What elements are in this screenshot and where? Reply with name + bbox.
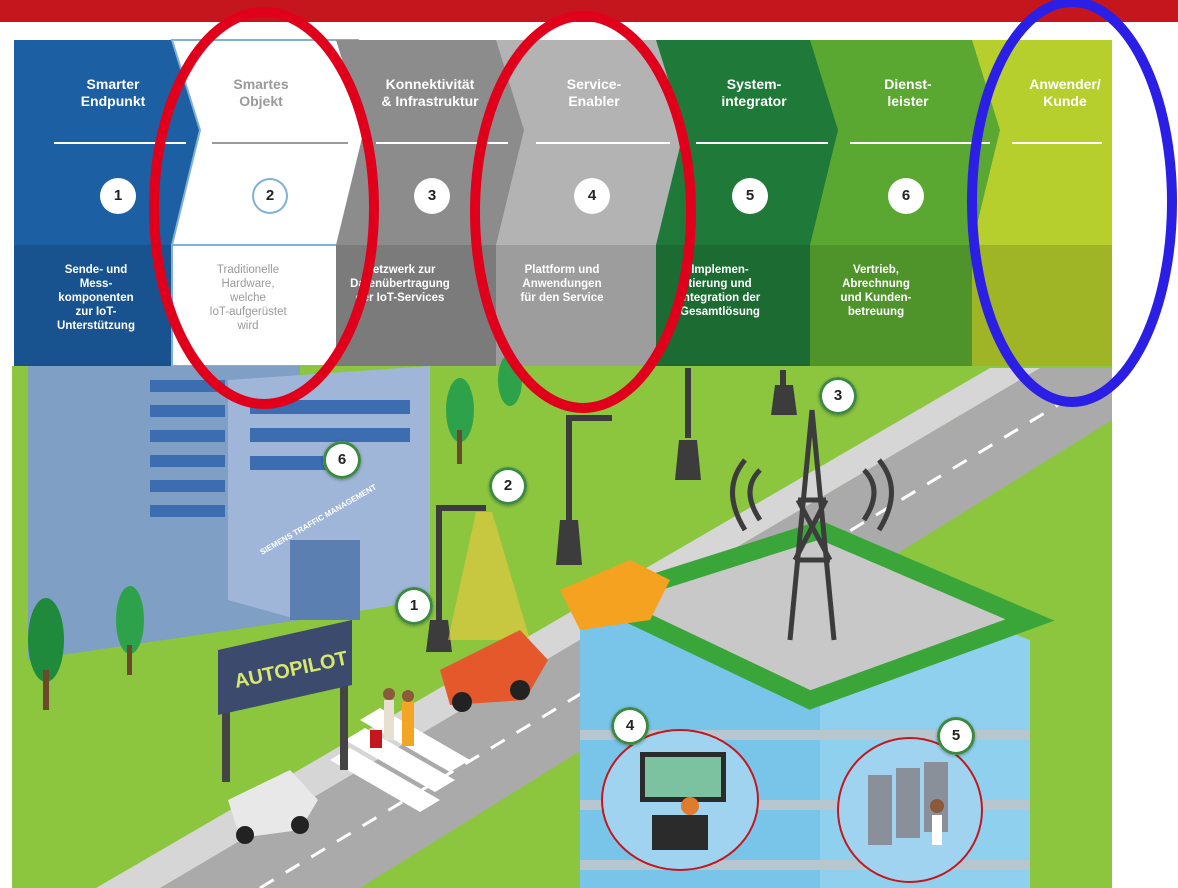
stage-5-title: System- integrator bbox=[721, 76, 787, 109]
stage-3-number: 3 bbox=[414, 178, 450, 214]
marker-4: 4 bbox=[611, 707, 649, 745]
stage-7-title: Anwender/ Kunde bbox=[1029, 76, 1101, 109]
stage-6-title: Dienst- leister bbox=[884, 76, 932, 109]
stage-4-number: 4 bbox=[574, 178, 610, 214]
stage-1-number: 1 bbox=[100, 178, 136, 214]
stage-1-description: Sende- und Mess- komponenten zur IoT- Un… bbox=[57, 264, 135, 332]
marker-2: 2 bbox=[489, 467, 527, 505]
marker-1: 1 bbox=[395, 587, 433, 625]
marker-5: 5 bbox=[937, 717, 975, 755]
stage-6-number: 6 bbox=[888, 178, 924, 214]
stage-2-number: 2 bbox=[252, 178, 288, 214]
stage-5-number: 5 bbox=[732, 178, 768, 214]
marker-6: 6 bbox=[323, 441, 361, 479]
stage-4-title: Service- Enabler bbox=[566, 76, 622, 109]
stage-2-title: Smartes Objekt bbox=[233, 76, 289, 109]
stage-2-description: Traditionelle Hardware, welche IoT-aufge… bbox=[209, 264, 287, 332]
marker-3: 3 bbox=[819, 377, 857, 415]
stage-3-description: Netzwerk zur Datenübertragung der IoT-Se… bbox=[350, 264, 450, 304]
stage-4-description: Plattform und Anwendungen für den Servic… bbox=[520, 264, 604, 304]
stage-1-title: Smarter Endpunkt bbox=[80, 76, 146, 109]
stage-6-description: Vertrieb, Abrechnung und Kunden- betreuu… bbox=[840, 264, 912, 318]
stage-5-description: Implemen- tierung und Integration der Ge… bbox=[679, 264, 761, 318]
stage-7-band bbox=[972, 245, 1112, 366]
stage-3-title: Konnektivität & Infrastruktur bbox=[381, 76, 479, 109]
